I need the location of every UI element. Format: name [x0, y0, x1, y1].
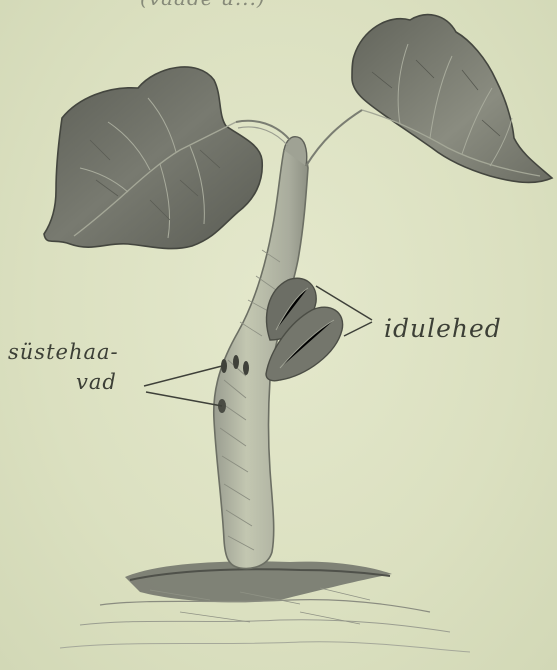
cotyledons-label: idulehed: [384, 314, 502, 343]
right-leaf: [306, 15, 552, 183]
scars-label-line1: süstehaa-: [8, 340, 119, 364]
left-leaf: [44, 67, 290, 249]
caption-fragment: (vaade ü...): [140, 0, 266, 10]
soil: [60, 561, 470, 652]
scars-label-line2: vad: [76, 370, 117, 394]
cotyledons: [266, 278, 343, 380]
